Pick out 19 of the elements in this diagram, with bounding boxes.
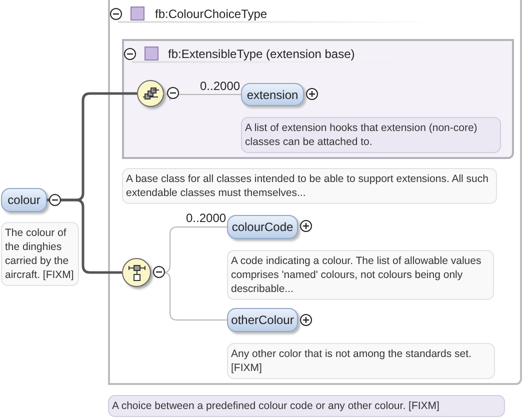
edge-label: 0..2000 [199, 79, 242, 93]
choice-compositor [122, 258, 151, 287]
edge-label: 0..2000 [185, 211, 228, 225]
complex-type-box [108, 0, 522, 385]
element-box: otherColour [227, 308, 298, 332]
element-box: extension [241, 83, 304, 106]
element-box: colourCode [227, 215, 298, 239]
annotation-bubble: A base class for all classes intended to be able to support extensions. All such extendable classes must themselves... [122, 168, 497, 204]
type-name: fb:ExtensibleType (extension base) [168, 47, 355, 61]
annotation-bubble: A choice between a predefined colour code or any other colour. [FIXM] [108, 395, 505, 417]
sequence-compositor [137, 80, 164, 107]
type-name: fb:ColourChoiceType [155, 7, 268, 21]
annotation-bubble: The colour of the dinghies carried by the aircraft. [FIXM] [1, 222, 79, 286]
element-box: colour [1, 188, 47, 212]
annotation-bubble: Any other color that is not among the standards set. [FIXM] [227, 343, 495, 379]
annotation-bubble: A code indicating a colour. The list of allowable values comprises 'named' colours, not colours being only describable... [227, 250, 494, 300]
annotation-bubble: A list of extension hooks that extension (non-core) classes can be attached to. [241, 117, 501, 153]
extension-type-box [122, 39, 514, 159]
connector-line [47, 198, 122, 274]
